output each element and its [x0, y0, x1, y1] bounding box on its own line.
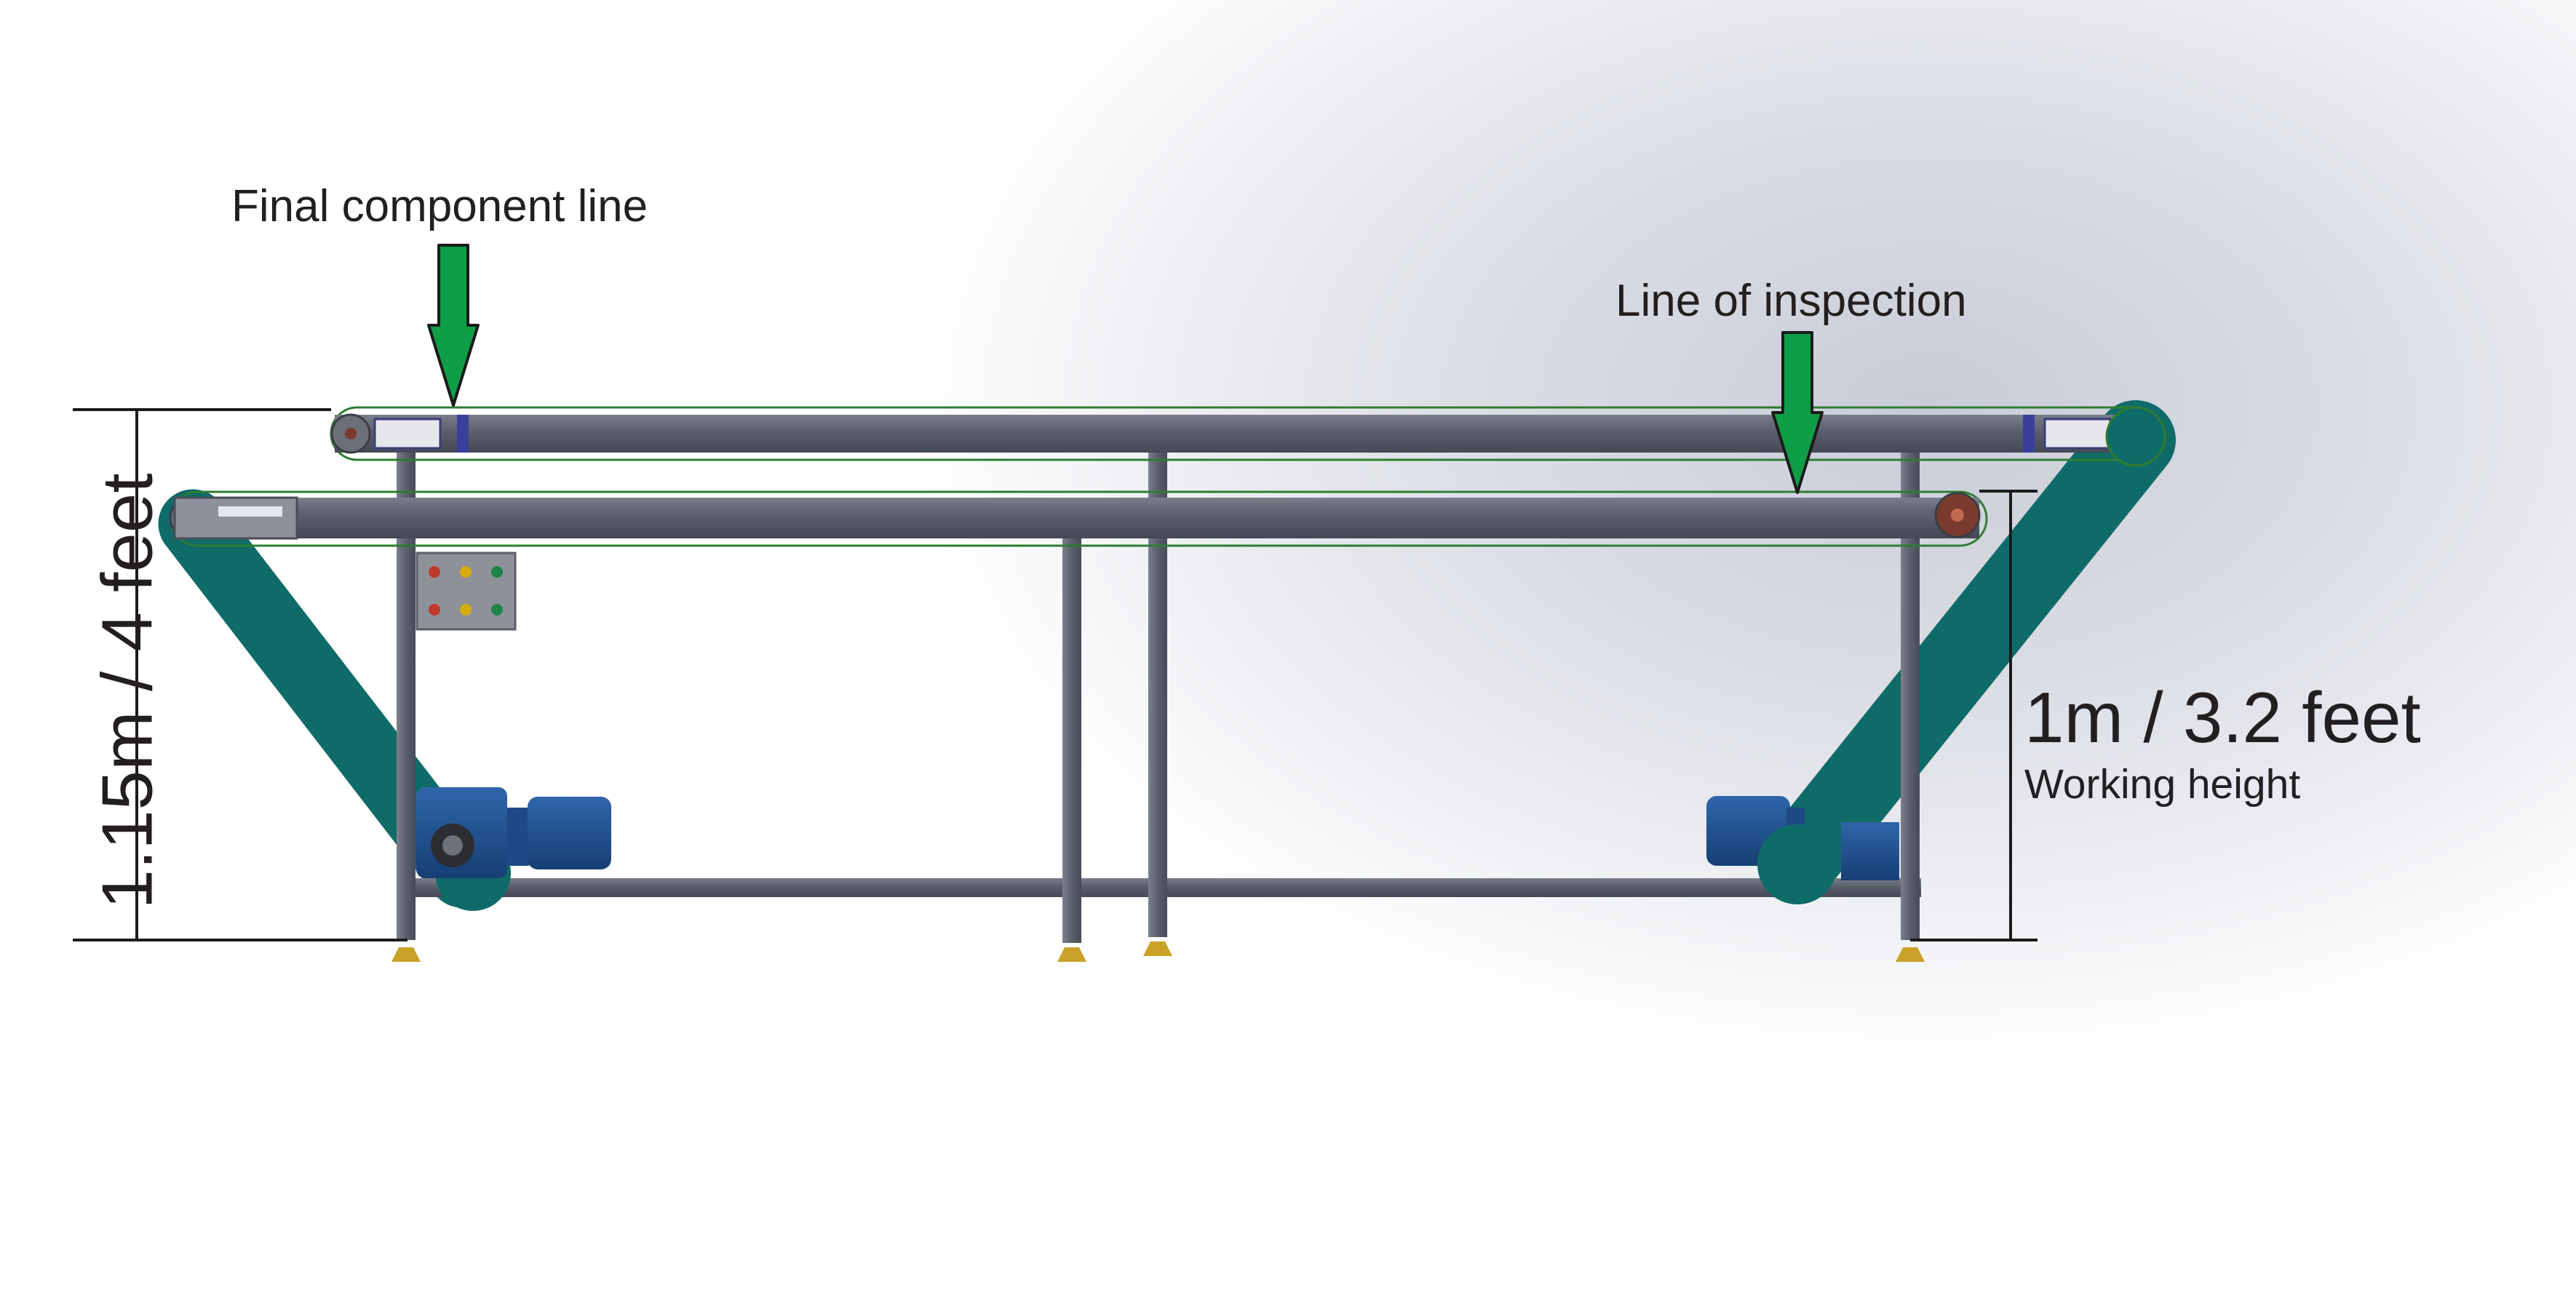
control-panel-icon	[416, 552, 517, 631]
right-belt-head-roller	[2105, 406, 2166, 467]
overall-height-dimension-line	[73, 408, 408, 941]
leveling-foot	[1896, 947, 1925, 962]
right-incline-belt	[1757, 400, 2176, 902]
working-height-value-label: 1m / 3.2 feet	[2024, 677, 2421, 757]
down-arrow-icon	[1771, 331, 1824, 494]
leveling-foot	[1143, 941, 1172, 956]
lower-conveyor	[169, 490, 1988, 547]
working-height-dimension-line	[1910, 490, 2038, 941]
overall-height-label: 1.15m / 4 feet	[87, 473, 167, 909]
upper-conveyor	[330, 406, 2159, 461]
leveling-foot	[391, 947, 421, 962]
down-arrow-icon	[427, 244, 480, 407]
final-component-line-label: Final component line	[231, 181, 648, 231]
left-gear-motor-icon	[416, 787, 611, 911]
line-of-inspection-label: Line of inspection	[1615, 276, 1967, 326]
working-height-caption: Working height	[2024, 761, 2301, 808]
right-gear-motor-icon	[1706, 796, 1899, 904]
frame-leg	[1062, 530, 1081, 943]
leveling-feet	[391, 941, 1925, 962]
leveling-foot	[1057, 947, 1086, 962]
